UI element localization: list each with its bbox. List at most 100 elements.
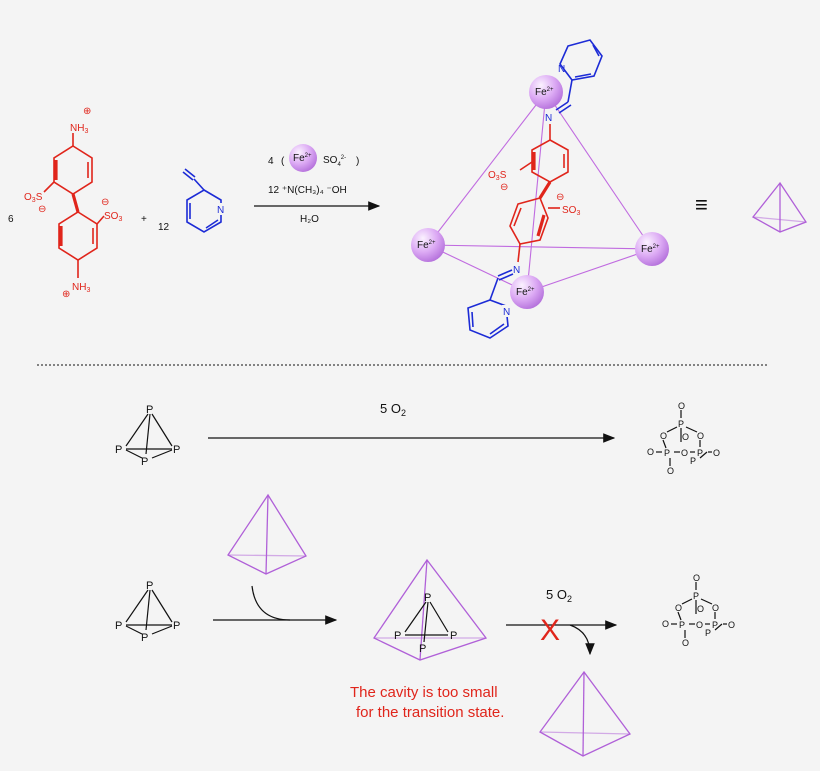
fe-sphere-left [411,228,445,262]
equivalence-sign: ≡ [695,192,708,217]
bond [513,207,522,227]
bond [404,601,427,633]
reaction-2: P P P P 5 O2 O P [115,401,720,476]
fe-label-right: Fe2+ [641,244,660,255]
cage-biaryl-bond [538,181,552,199]
bond [182,171,194,181]
o-atom: O [728,620,735,630]
bond [151,413,173,447]
p-atom: P [146,404,153,416]
tet-edge-back [752,216,807,223]
p-atom: P [424,592,431,604]
o-atom: O [662,619,669,629]
pyridine-n-top: N [558,64,565,75]
cage-minus-right: ⊖ [556,192,564,203]
p-atom: P [693,591,699,601]
p4o10-product-2: O P O O O O P O P O O P [662,573,735,648]
so3-right: SO3 [104,211,122,223]
plus-charge-top: ⊕ [83,106,91,117]
bond [151,625,173,635]
cond-close-paren: ) [356,156,359,167]
o-atom: O [693,573,700,583]
tet-edge-back [227,554,307,557]
fe-sphere-top [529,75,563,109]
bold-bond [536,214,546,237]
o-atom: O [647,447,654,457]
pyridine-n-bottom: N [503,307,510,318]
p-atom: P [690,456,696,466]
biphenyl-ligand: ⊕ NH3 O3S ⊖ ⊖ SO3 NH3 ⊕ [24,106,122,300]
p-atom: P [173,620,180,632]
bond [681,598,693,605]
reaction-3: P P P P P P P P 5 O2 X [115,493,735,757]
minus-charge-right: ⊖ [101,197,109,208]
plus-charge-bottom: ⊕ [62,289,70,300]
bond [151,589,173,623]
cage-edge [427,244,653,250]
tetrahedron-small [752,181,807,233]
p-atom: P [115,444,122,456]
tetrahedron-empty [539,670,631,757]
reaction-1: 6 ⊕ NH3 O3S ⊖ ⊖ SO3 N [8,39,807,339]
pyridine-ring [186,189,222,233]
cond-fe-label: Fe2+ [293,153,312,164]
p-atom: P [678,419,684,429]
cond-solvent: H₂O [300,214,319,225]
fe-sphere-front [510,275,544,309]
bond [592,44,600,57]
imine-n-bottom: N [513,265,520,276]
cage-so3-right: SO3 [562,205,580,217]
tet-outline [539,670,631,757]
p4o10-bonds [656,410,712,466]
bond [145,589,151,631]
o-atom: O [713,448,720,458]
bond [519,161,533,171]
nh3-top: NH3 [70,123,88,135]
p-atom: P [115,620,122,632]
bond [497,269,513,277]
p-atom: P [419,643,426,655]
bond [555,101,569,111]
tet-edge [419,559,428,661]
fe-label-left: Fe2+ [417,240,436,251]
bond [423,601,429,643]
bond [184,168,196,178]
reaction1-conditions: 4 ( Fe2+ SO42- ) 12 ⁺N(CH₃)₄ ⁻OH H₂O [254,144,381,225]
bond [151,449,173,459]
minus-charge-left: ⊖ [38,204,46,215]
o-atom: O [682,638,689,648]
bond [125,413,149,447]
pyridine-aldehyde: N [182,168,226,233]
bond [574,73,592,78]
curved-arrow-in [251,585,291,621]
p-atom: P [146,580,153,592]
bond [498,273,514,281]
p-atom: P [141,632,148,644]
o-atom: O [712,603,719,613]
reaction3-reagent: 5 O2 [546,587,572,604]
bond [677,611,682,621]
bond [471,311,474,328]
plus-sign: + [141,214,147,225]
top-ring [53,145,93,195]
o-atom: O [696,620,703,630]
blocked-cross: X [540,614,560,647]
bond [489,277,499,301]
cage-edge [545,91,653,250]
bond [489,323,505,335]
cage-so3-left: O3S [488,170,507,182]
bond [666,426,678,433]
o-atom: O [697,431,704,441]
so3-left: O3S [24,192,43,204]
p4-tetrahedron: P P P P [115,404,180,468]
o-atom: O [660,431,667,441]
p-atom: P [712,620,718,630]
cond-so4: SO42- [323,155,346,168]
o-atom: O [667,466,674,476]
o-atom: O [682,432,689,442]
o-atom: O [697,604,704,614]
tetrahedron-cage-above [227,493,307,575]
bond [193,178,205,191]
cond-fe-coef: 4 [268,156,274,167]
